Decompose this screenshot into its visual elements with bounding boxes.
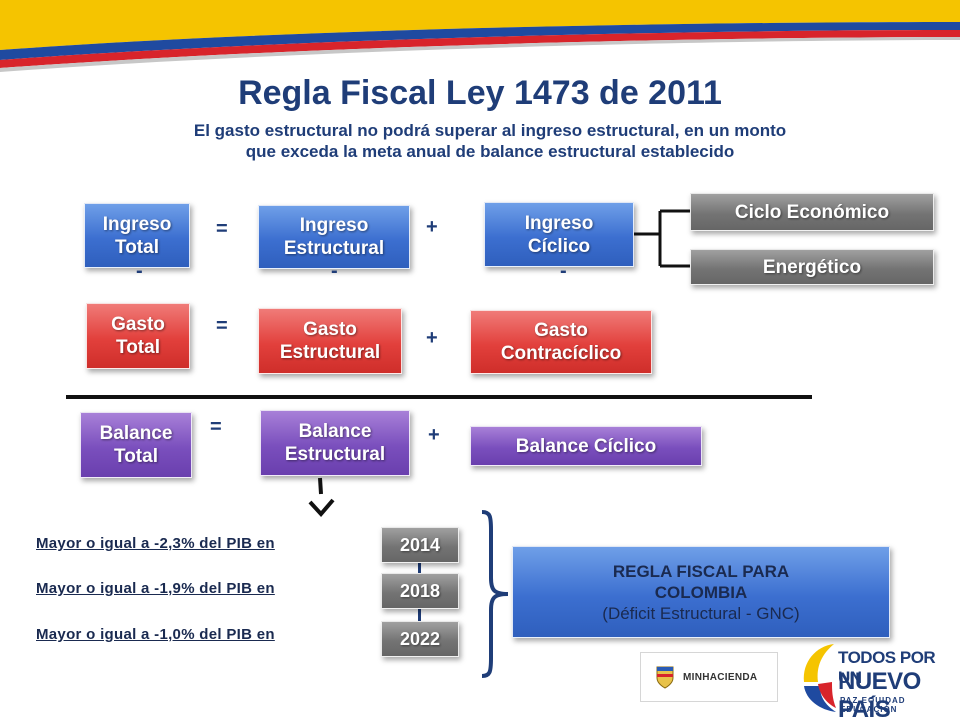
regla-fiscal-line1: REGLA FISCAL PARA xyxy=(612,561,790,581)
ingreso-ciclico-dash: - xyxy=(560,260,567,282)
energetico-box: Energético xyxy=(690,249,934,285)
minhacienda-text: MINHACIENDA xyxy=(683,671,758,683)
balance-total-line2: Total xyxy=(114,446,158,467)
year-box-2018: 2018 xyxy=(381,573,459,609)
down-arrow-icon xyxy=(308,477,335,518)
year-connector-1 xyxy=(418,562,421,574)
ingreso-estructural-line1: Ingreso xyxy=(299,215,369,236)
subtitle-line-2: que exceda la meta anual de balance estr… xyxy=(245,142,735,161)
year-box-2014: 2014 xyxy=(381,527,459,563)
ingreso-ciclico-line2: Cíclico xyxy=(527,235,591,257)
ingreso-equals: = xyxy=(216,218,228,240)
todos-por-un-nuevo-pais-logo: TODOS POR UN NUEVO PAÍS PAZ EQUIDAD EDUC… xyxy=(792,640,960,720)
gasto-total-box: Gasto Total xyxy=(86,303,190,369)
year-box-2022: 2022 xyxy=(381,621,459,657)
todos-line2: NUEVO PAÍS xyxy=(838,668,921,720)
todos-line1: TODOS POR UN xyxy=(838,648,936,687)
regla-fiscal-line2: COLOMBIA xyxy=(654,582,748,602)
ingreso-plus: + xyxy=(426,216,438,238)
ingreso-estructural-box: Ingreso Estructural xyxy=(258,205,410,269)
nuevo-pais-mark-icon xyxy=(803,644,836,712)
balance-ciclico-box: Balance Cíclico xyxy=(470,426,702,466)
balance-estructural-line2: Estructural xyxy=(284,444,386,465)
year-connector-2 xyxy=(418,608,421,622)
minhacienda-logo: MINHACIENDA xyxy=(640,652,778,702)
ingreso-total-line2: Total xyxy=(115,236,159,258)
ingreso-total-box: Ingreso Total xyxy=(84,203,190,268)
subtitle-line-1: El gasto estructural no podrá superar al… xyxy=(193,121,787,140)
page-title: Regla Fiscal Ley 1473 de 2011 xyxy=(238,74,722,112)
gasto-total-line2: Total xyxy=(116,337,160,358)
target-condition-2022: Mayor o igual a -1,0% del PIB en xyxy=(36,626,275,643)
regla-fiscal-line3: (Déficit Estructural - GNC) xyxy=(602,603,800,623)
page-subtitle: El gasto estructural no podrá superar al… xyxy=(100,120,880,162)
gasto-contraciclico-line1: Gasto xyxy=(534,320,588,341)
balance-estructural-line1: Balance xyxy=(298,421,372,442)
ingreso-total-line1: Ingreso xyxy=(102,213,172,235)
todos-line3: PAZ EQUIDAD EDUCACIÓN xyxy=(840,696,906,714)
coat-of-arms-icon xyxy=(656,666,674,689)
ingreso-total-dash: - xyxy=(136,260,143,282)
balance-total-box: Balance Total xyxy=(80,412,192,478)
target-condition-2018: Mayor o igual a -1,9% del PIB en xyxy=(36,580,275,597)
flag-stripes-decoration xyxy=(0,0,960,72)
ingreso-ciclico-line1: Ingreso xyxy=(524,212,594,234)
gasto-equals: = xyxy=(216,315,228,337)
gasto-estructural-line1: Gasto xyxy=(303,319,357,340)
gasto-estructural-line2: Estructural xyxy=(279,342,381,363)
gasto-estructural-box: Gasto Estructural xyxy=(258,308,402,374)
ciclico-connector xyxy=(634,209,692,268)
gasto-plus: + xyxy=(426,327,438,349)
balance-plus: + xyxy=(428,424,440,446)
gasto-total-line1: Gasto xyxy=(111,314,165,335)
gasto-contraciclico-line2: Contracíclico xyxy=(500,343,622,364)
balance-total-line1: Balance xyxy=(99,423,173,444)
balance-equals: = xyxy=(210,416,222,438)
regla-fiscal-box: REGLA FISCAL PARA COLOMBIA (Déficit Estr… xyxy=(512,546,890,638)
target-condition-2014: Mayor o igual a -2,3% del PIB en xyxy=(36,535,275,552)
balance-estructural-box: Balance Estructural xyxy=(260,410,410,476)
ciclo-economico-box: Ciclo Económico xyxy=(690,193,934,231)
subtraction-line xyxy=(66,395,812,399)
gasto-contraciclico-box: Gasto Contracíclico xyxy=(470,310,652,374)
right-brace-icon xyxy=(481,510,509,678)
ingreso-estructural-dash: - xyxy=(331,260,338,282)
ingreso-ciclico-box: Ingreso Cíclico xyxy=(484,202,634,267)
ingreso-estructural-line2: Estructural xyxy=(283,238,385,259)
